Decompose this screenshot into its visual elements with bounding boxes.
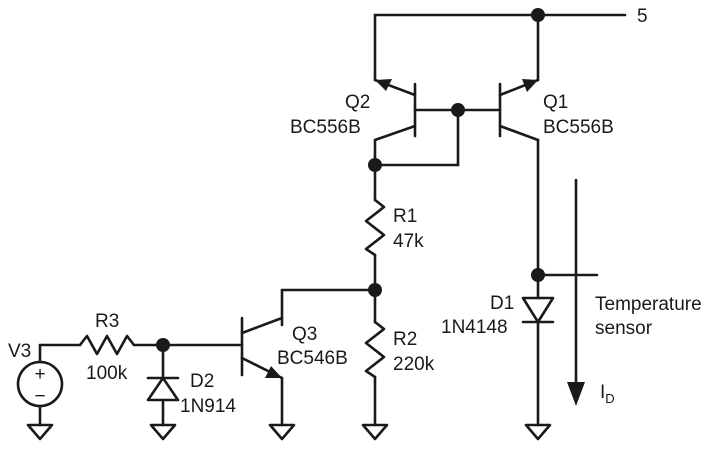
q2-transistor xyxy=(373,13,417,167)
mirror-base-link xyxy=(368,103,502,172)
q2-emitter-arrow xyxy=(375,79,392,91)
v3-ref-label: V3 xyxy=(8,341,31,362)
d2-ref-label: D2 xyxy=(190,371,214,392)
q2-part-label: BC556B xyxy=(290,117,361,138)
q1-ref-label: Q1 xyxy=(543,92,568,113)
supply-rail xyxy=(373,8,627,22)
r1-value-label: 47k xyxy=(393,231,424,252)
d1-part-label: 1N4148 xyxy=(441,317,508,338)
ground-icon-r2 xyxy=(361,423,389,441)
d1-diode xyxy=(521,268,599,427)
q1-part-label: BC556B xyxy=(543,117,614,138)
q1-emitter-arrow xyxy=(522,79,538,92)
r2-value-label: 220k xyxy=(393,354,435,375)
d1-ref-label: D1 xyxy=(490,293,514,314)
d2-part-label: 1N914 xyxy=(180,396,236,417)
v3-plus-sign: + xyxy=(34,364,45,385)
sensor-label-line1: Temperature xyxy=(595,294,702,315)
q3-transistor xyxy=(240,316,284,427)
q1-transistor xyxy=(498,13,540,277)
sensor-label-line2: sensor xyxy=(595,318,653,339)
ground-symbols xyxy=(26,423,552,441)
ground-icon-q3 xyxy=(268,423,296,441)
q3-emitter-arrow xyxy=(265,366,282,378)
d2-diode xyxy=(146,343,180,427)
input-network xyxy=(38,334,244,356)
r2-resistor xyxy=(364,288,386,427)
q3-collector-node xyxy=(280,283,382,327)
q2-ref-label: Q2 xyxy=(345,92,370,113)
r1-ref-label: R1 xyxy=(393,206,417,227)
r3-value-label: 100k xyxy=(86,363,128,384)
current-arrow xyxy=(567,178,585,406)
ground-icon-d2 xyxy=(149,423,177,441)
current-label: ID xyxy=(600,382,615,406)
current-label-main: I xyxy=(600,382,605,403)
q3-ref-label: Q3 xyxy=(292,324,317,345)
current-label-sub: D xyxy=(605,391,614,406)
ground-icon-d1 xyxy=(524,423,552,441)
r2-ref-label: R2 xyxy=(393,329,417,350)
ground-icon-v3 xyxy=(26,423,54,441)
v3-minus-sign: − xyxy=(34,386,45,407)
r1-resistor xyxy=(364,163,386,292)
q3-part-label: BC546B xyxy=(277,348,348,369)
supply-label: 5 xyxy=(637,6,648,27)
v3-source xyxy=(16,343,64,427)
r3-ref-label: R3 xyxy=(95,311,119,332)
